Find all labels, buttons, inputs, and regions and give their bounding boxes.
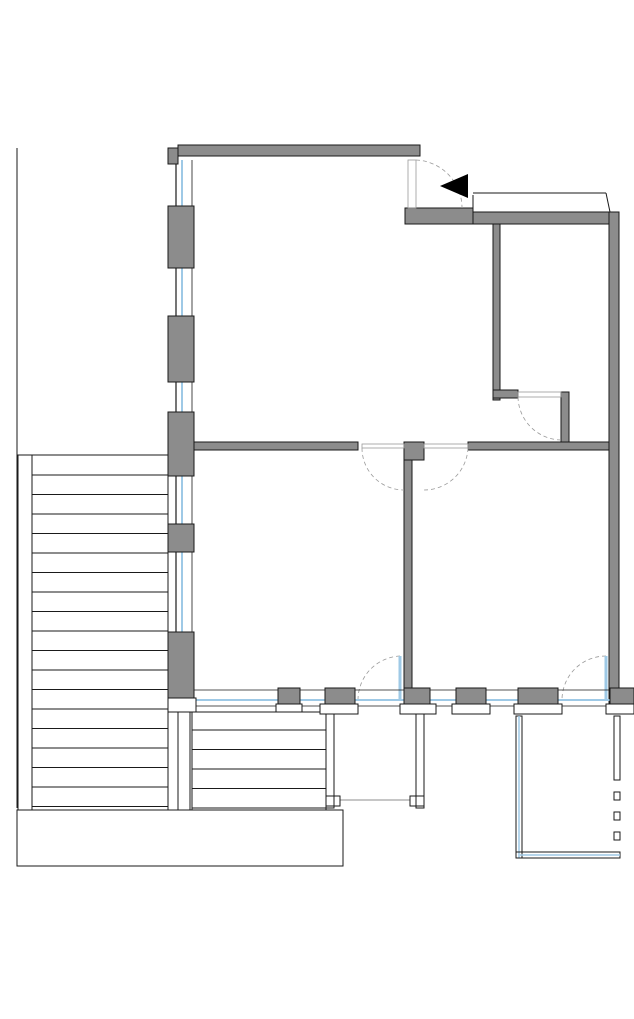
west-wall-pier xyxy=(167,315,195,383)
south-wall-pier xyxy=(517,687,559,707)
deck-outline xyxy=(17,454,169,811)
bathroom-wall-west xyxy=(492,223,501,401)
west-wall-pier xyxy=(167,147,179,165)
entrance-canopy xyxy=(472,192,611,213)
bathroom-door-leaf xyxy=(517,391,562,398)
interior-doors xyxy=(357,391,607,701)
step-platform xyxy=(16,809,344,867)
bathroom-wall-stub xyxy=(560,391,570,443)
west-wall-pier xyxy=(167,411,195,477)
bedroom2-door-swing xyxy=(423,447,469,491)
entrance-door xyxy=(407,159,463,209)
deck-post xyxy=(177,711,191,811)
north-arrow-icon xyxy=(440,174,468,198)
balcony-walls xyxy=(325,713,425,809)
bedroom-partition xyxy=(403,459,413,691)
west-wall-pier xyxy=(167,523,195,553)
east-wall xyxy=(608,211,620,705)
interior-walls xyxy=(193,223,610,691)
south-facade xyxy=(167,687,634,715)
south-wall-pier xyxy=(277,687,301,707)
railing-post xyxy=(613,831,621,841)
bedroom2-terrace-door-swing xyxy=(561,655,607,701)
corridor-wall-west xyxy=(193,441,359,451)
railing-post xyxy=(613,791,621,801)
enclosure-wall xyxy=(613,715,621,781)
north-wall xyxy=(177,144,620,225)
balcony-wall xyxy=(415,713,425,809)
left-terrace xyxy=(16,148,169,811)
north-wall-segment xyxy=(177,144,421,157)
west-wall-pier xyxy=(167,631,195,705)
bathroom-door-swing xyxy=(517,396,562,441)
bedroom2-door-leaf xyxy=(423,443,469,449)
west-facade xyxy=(167,147,195,705)
north-east-wall xyxy=(472,211,620,225)
south-wall-pier xyxy=(455,687,487,707)
south-wall-pier xyxy=(403,687,431,707)
balcony-wall xyxy=(325,713,335,809)
bedroom1-door-leaf xyxy=(361,443,405,449)
west-wall-pier xyxy=(167,205,195,269)
entrance-door-leaf xyxy=(407,159,417,209)
entrance-wall-return xyxy=(404,207,474,225)
south-wall-pier xyxy=(324,687,356,707)
south-east-enclosure xyxy=(515,715,621,859)
bathroom-wall-stub xyxy=(492,389,519,399)
bedroom1-door-swing xyxy=(361,447,405,491)
partition-head xyxy=(403,441,425,461)
entrance-door-swing xyxy=(415,159,463,209)
corridor-wall-east xyxy=(467,441,610,451)
railing-post xyxy=(613,811,621,821)
lower-deck-slats xyxy=(192,729,326,809)
south-wall-pier xyxy=(609,687,634,707)
deck-slats xyxy=(32,474,168,807)
lower-deck-outline xyxy=(191,711,327,811)
bedroom1-terrace-door-swing xyxy=(357,655,401,701)
